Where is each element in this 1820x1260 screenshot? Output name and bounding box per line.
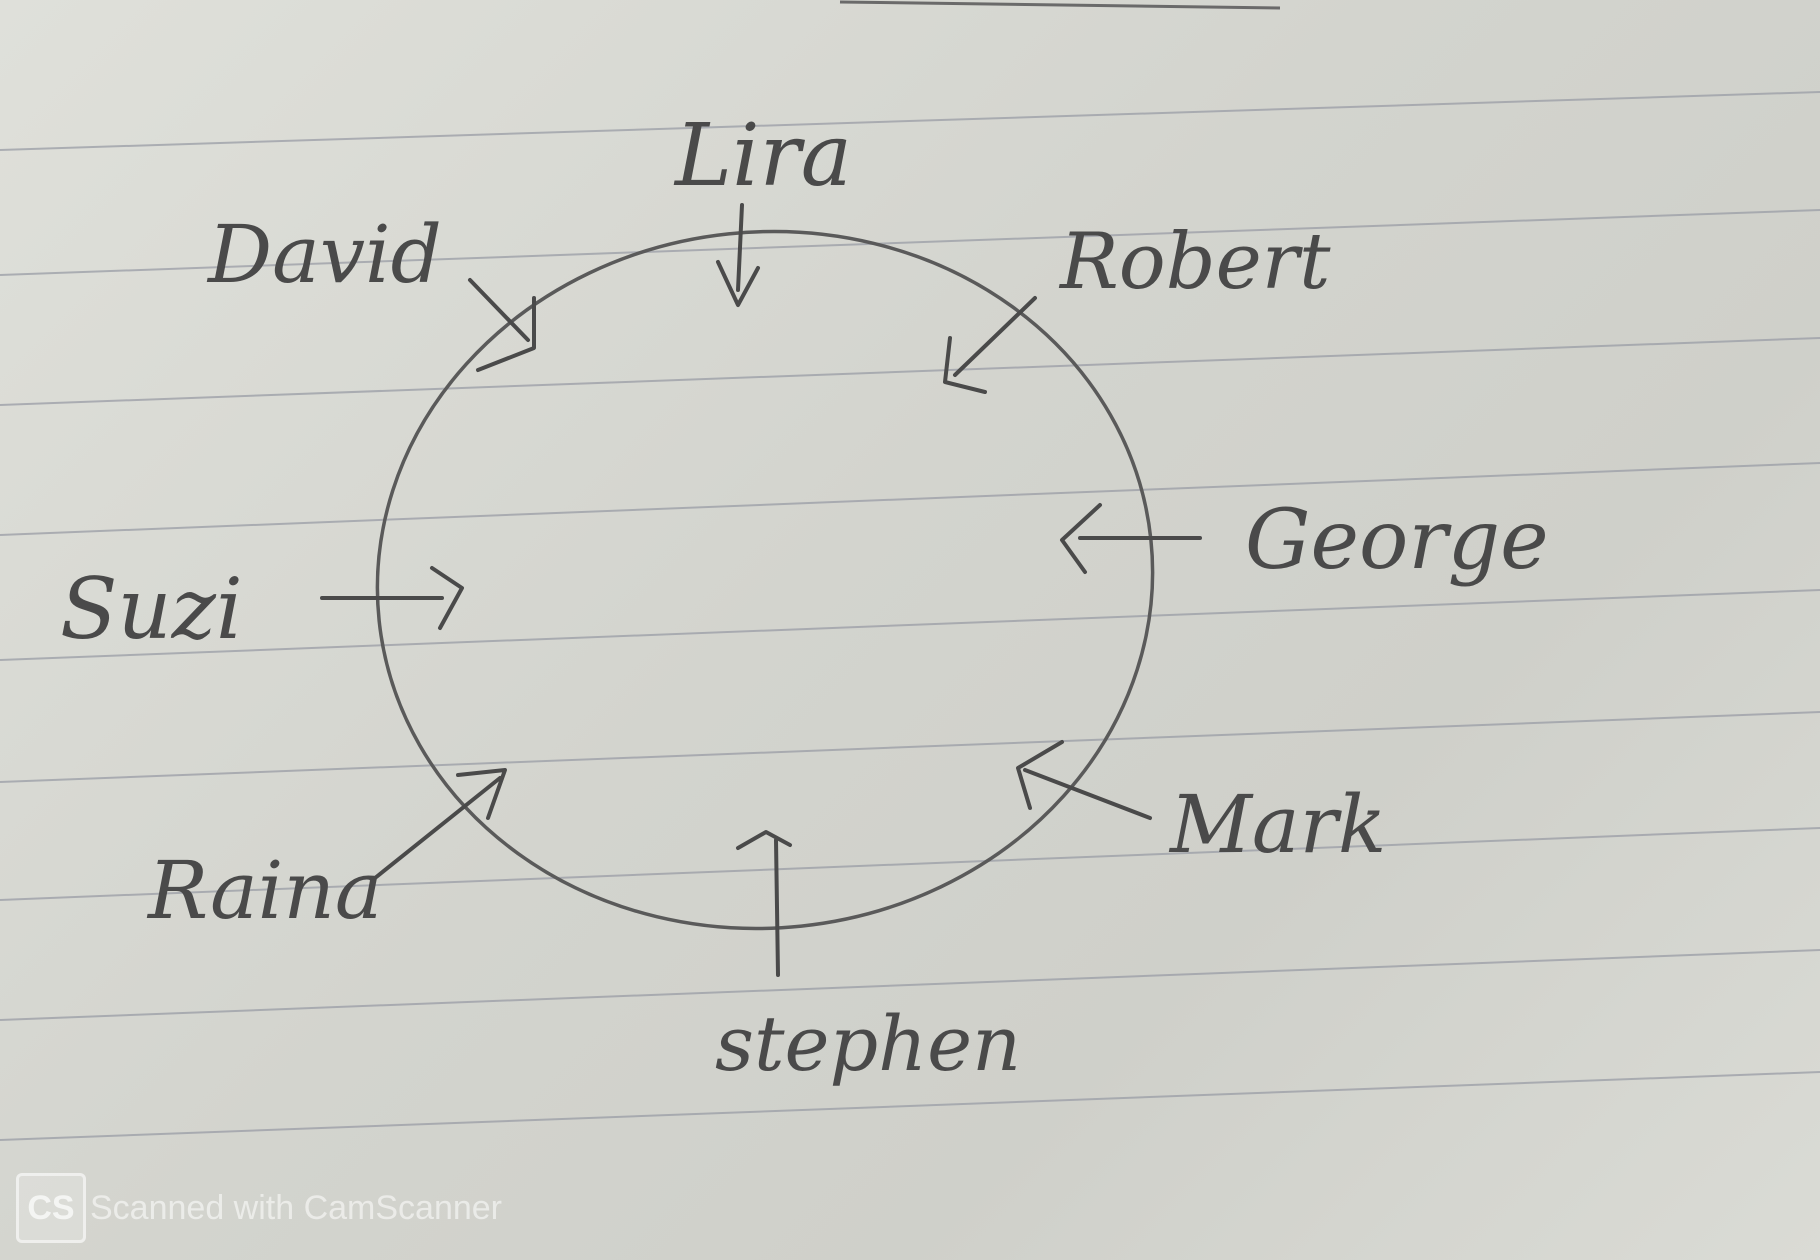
rule-line [0,1071,1820,1141]
mark-arrowhead [1016,740,1064,810]
watermark-text: Scanned with CamScanner [90,1188,503,1227]
node-label-raina: Raina [146,844,383,937]
camscanner-logo-icon: CS [16,1173,86,1243]
node-label-suzi: Suzi [60,560,243,658]
mark-arrow [1023,768,1152,820]
lira-arrow [736,203,744,292]
rule-line [0,589,1820,661]
rule-line [0,949,1820,1021]
node-label-mark: Mark [1168,778,1386,871]
stephen-arrow [774,838,780,977]
raina-arrowhead [456,768,507,820]
david-arrowhead [476,296,536,372]
rule-line [0,711,1820,783]
suzi-arrowhead [430,566,464,630]
rule-line [0,91,1820,151]
robert-arrowhead [943,336,987,394]
scanner-watermark: CS Scanned with CamScanner [16,1168,502,1248]
node-label-david: David [206,208,442,301]
node-label-robert: Robert [1058,217,1331,307]
top-edge-stroke [839,0,1281,10]
arrows [320,203,1202,977]
robert-arrow [953,296,1037,377]
circle-node [375,229,1155,931]
raina-arrow [373,776,502,880]
rule-line [0,337,1820,406]
ruled-lines [0,91,1820,1141]
node-label-george: George [1245,493,1549,588]
rule-line [0,209,1820,276]
david-arrow [468,278,530,342]
node-label-stephen: stephen [715,999,1021,1088]
stephen-arrowhead [736,830,792,850]
lira-arrowhead [716,260,760,307]
george-arrowhead [1060,503,1102,574]
node-label-lira: Lira [673,106,852,206]
rule-line [0,827,1820,901]
rule-line [0,462,1820,536]
